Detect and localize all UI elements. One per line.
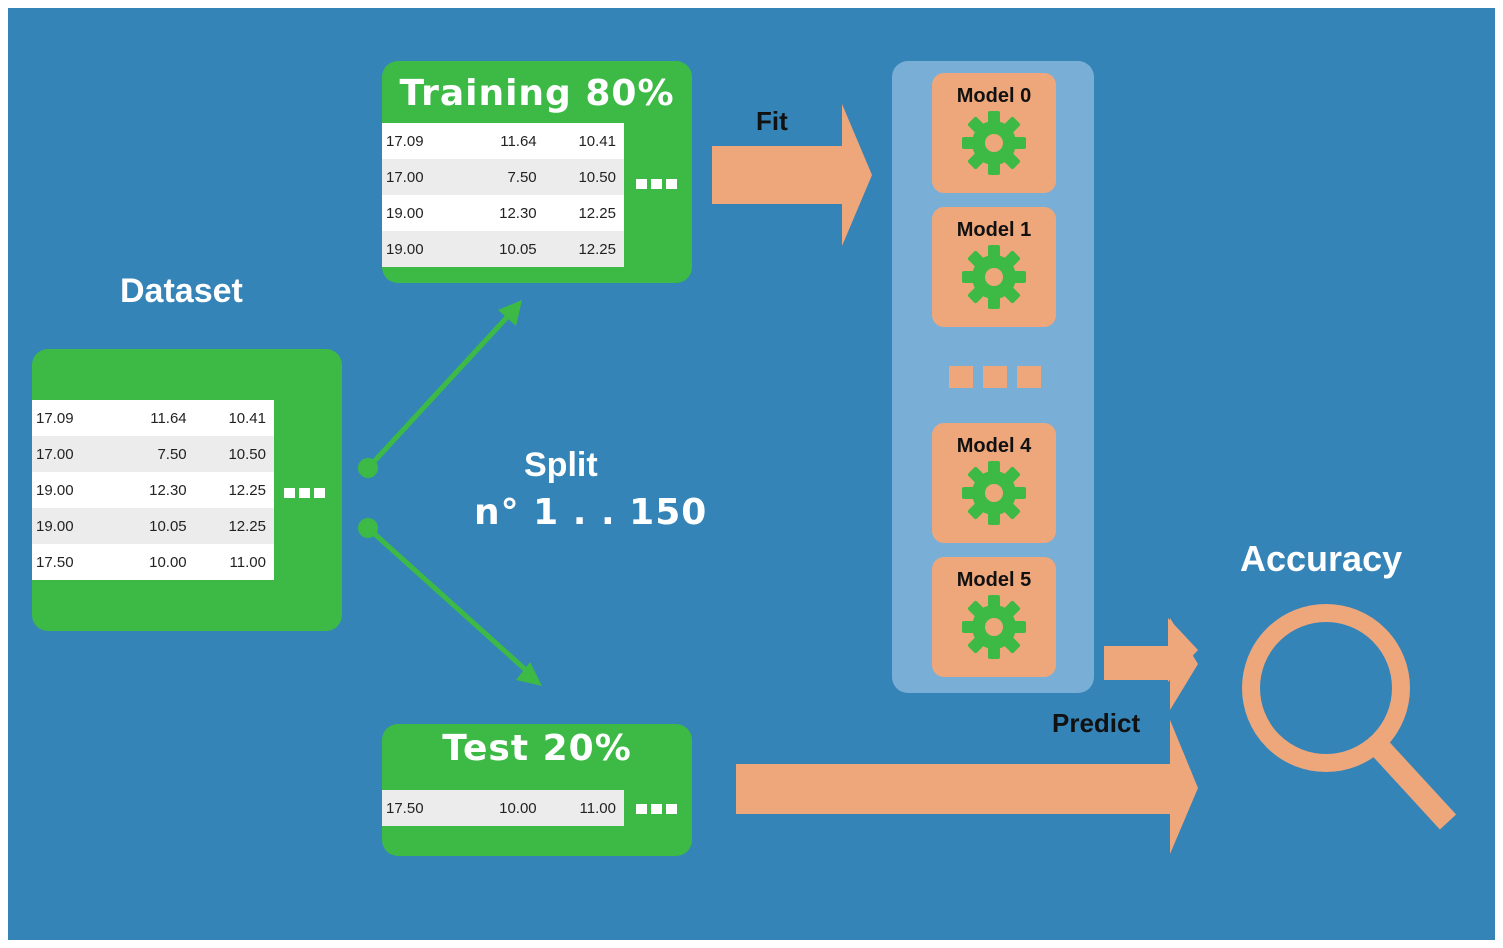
- dataset-box: 17.09 11.64 10.41 17.00 7.50 10.50 19.00 12.3…: [32, 349, 342, 631]
- test-title: Test 20%: [442, 728, 632, 769]
- table-row: 17.50 10.00 11.00: [382, 790, 624, 826]
- gear-icon: [962, 461, 1026, 525]
- table-cell: 12.30: [499, 204, 537, 222]
- table-cell: 10.50: [578, 168, 616, 186]
- model-label: Model 1: [956, 219, 1032, 241]
- model-card: Model 1: [932, 207, 1056, 327]
- table-cell: 19.00: [36, 517, 74, 535]
- table-cell: 12.25: [578, 204, 616, 222]
- table-row: 19.00 10.05 12.25: [32, 508, 274, 544]
- table-cell: 12.25: [228, 517, 266, 535]
- table-row: 17.09 11.64 10.41: [382, 123, 624, 159]
- fit-label: Fit: [756, 106, 788, 136]
- training-box: Training 80% 17.09 11.64 10.41 17.00 7.50 10…: [382, 61, 692, 283]
- training-title: Training 80%: [399, 73, 675, 114]
- table-cell: 11.00: [229, 553, 266, 571]
- split-range: n° 1 . . 150: [474, 492, 708, 533]
- table-cell: 7.50: [157, 445, 187, 463]
- training-table: 17.09 11.64 10.41 17.00 7.50 10.50 19.00 12.3…: [382, 123, 624, 267]
- test-box: Test 20% 17.50 10.00 11.00: [382, 724, 692, 856]
- more-models-dots: [949, 366, 1041, 388]
- table-cell: 17.09: [386, 132, 424, 150]
- dataset-title: Dataset: [120, 272, 243, 310]
- gear-icon: [962, 111, 1026, 175]
- predict-label: Predict: [1052, 708, 1141, 738]
- table-cell: 12.30: [149, 481, 187, 499]
- table-cell: 11.64: [150, 409, 187, 427]
- table-cell: 10.50: [228, 445, 266, 463]
- table-cell: 19.00: [36, 481, 74, 499]
- table-cell: 10.00: [149, 553, 187, 571]
- table-cell: 17.09: [36, 409, 74, 427]
- model-card: Model 0: [932, 73, 1056, 193]
- table-cell: 10.41: [228, 409, 266, 427]
- table-cell: 17.50: [386, 799, 424, 817]
- model-label: Model 5: [956, 569, 1032, 591]
- accuracy-label: Accuracy: [1240, 538, 1403, 579]
- table-cell: 12.25: [228, 481, 266, 499]
- model-card: Model 5: [932, 557, 1056, 677]
- table-cell: 17.00: [36, 445, 74, 463]
- gear-icon: [962, 595, 1026, 659]
- table-cell: 10.05: [499, 240, 537, 258]
- more-columns-dots: [636, 179, 677, 189]
- models-to-accuracy-arrow-shaft: [1104, 618, 1198, 710]
- magnifier-icon: [1242, 604, 1457, 830]
- table-cell: 17.50: [36, 553, 74, 571]
- gear-icon: [962, 245, 1026, 309]
- table-row: 19.00 12.30 12.25: [32, 472, 274, 508]
- table-cell: 12.25: [578, 240, 616, 258]
- table-cell: 7.50: [507, 168, 537, 186]
- table-row: 19.00 12.30 12.25: [382, 195, 624, 231]
- table-cell: 10.05: [149, 517, 187, 535]
- table-row: 17.00 7.50 10.50: [382, 159, 624, 195]
- split-label: Split: [524, 446, 598, 484]
- diagram-canvas: Dataset 17.09 11.64 10.41 17.00 7.50 10.50 1…: [8, 8, 1495, 940]
- table-cell: 19.00: [386, 240, 424, 258]
- split-arrow-training: [358, 300, 522, 478]
- models-panel: Model 0 Model 1 Model 4 Model 5: [892, 61, 1094, 693]
- model-label: Model 4: [956, 435, 1032, 457]
- split-arrows: [358, 104, 1457, 854]
- more-columns-dots: [284, 488, 325, 498]
- table-row: 17.00 7.50 10.50: [32, 436, 274, 472]
- more-columns-dots: [636, 804, 677, 814]
- model-label: Model 0: [956, 85, 1032, 107]
- split-arrow-test: [358, 518, 542, 686]
- table-row: 19.00 10.05 12.25: [382, 231, 624, 267]
- table-row: 17.50 10.00 11.00: [32, 544, 274, 580]
- test-table: 17.50 10.00 11.00: [382, 790, 624, 826]
- table-cell: 19.00: [386, 204, 424, 222]
- table-cell: 17.00: [386, 168, 424, 186]
- table-row: 17.09 11.64 10.41: [32, 400, 274, 436]
- table-cell: 10.00: [499, 799, 537, 817]
- fit-arrow: [712, 104, 872, 246]
- table-cell: 11.64: [500, 132, 537, 150]
- dataset-table: 17.09 11.64 10.41 17.00 7.50 10.50 19.00 12.3…: [32, 400, 274, 580]
- model-card: Model 4: [932, 423, 1056, 543]
- table-cell: 11.00: [579, 799, 616, 817]
- table-cell: 10.41: [578, 132, 616, 150]
- predict-arrow: [736, 720, 1198, 854]
